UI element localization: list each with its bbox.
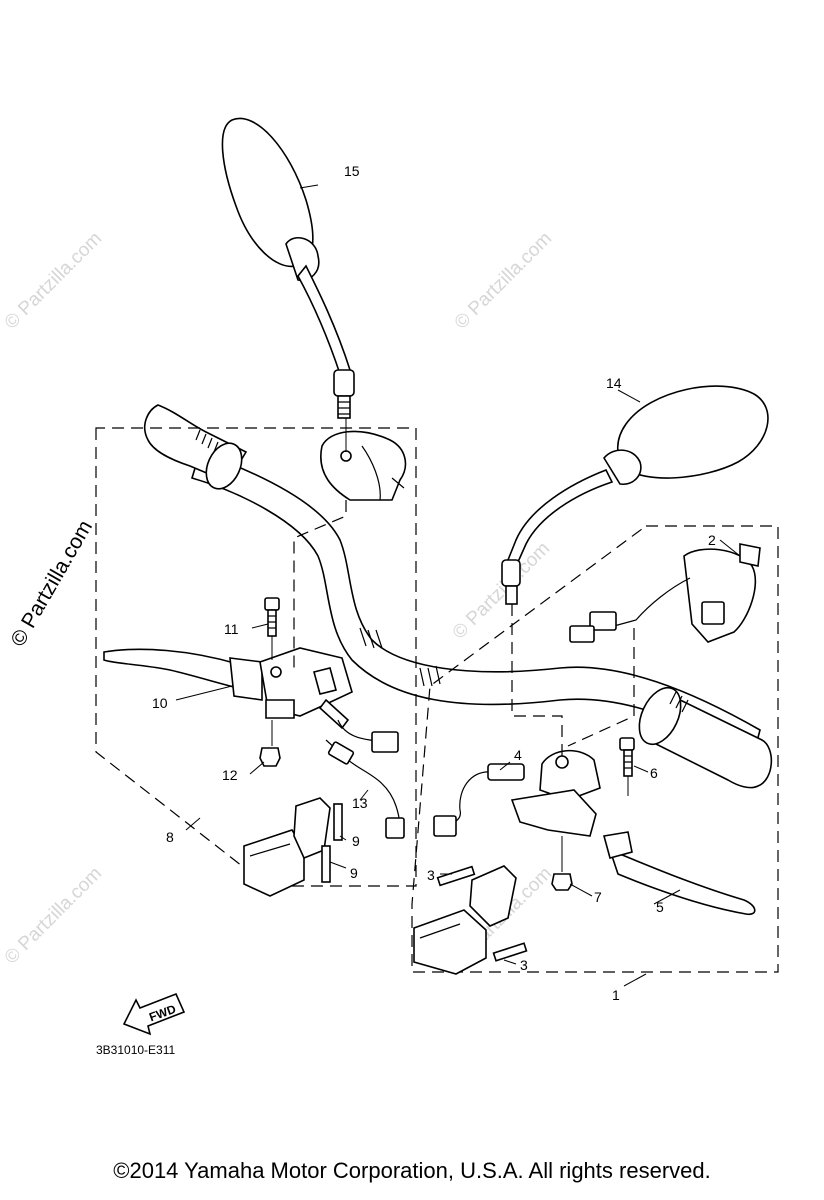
callout-10: 10 xyxy=(152,695,168,711)
callout-7: 7 xyxy=(594,889,602,905)
callout-9a: 9 xyxy=(352,833,360,849)
callout-3a: 3 xyxy=(427,867,435,883)
watermark-2: © Partzilla.com xyxy=(451,228,556,333)
right-switch-wiring xyxy=(433,763,525,837)
callout-9b: 9 xyxy=(350,865,358,881)
callout-leaders xyxy=(175,184,741,987)
mirror-leaders xyxy=(293,500,635,760)
diagram-code: 3B31010-E311 xyxy=(96,1043,176,1057)
callout-2: 2 xyxy=(708,532,716,548)
right-grip xyxy=(638,686,773,789)
left-grip xyxy=(143,404,248,490)
callout-14: 14 xyxy=(606,375,622,391)
fwd-arrow: FWD xyxy=(122,992,186,1036)
callout-1: 1 xyxy=(612,987,620,1003)
watermark-main: © Partzilla.com xyxy=(6,516,97,650)
left-switch-upper xyxy=(320,418,407,501)
callout-6: 6 xyxy=(650,765,658,781)
right-lever-assembly xyxy=(510,737,756,916)
watermark-1: © Partzilla.com xyxy=(1,228,106,333)
left-lever-assembly xyxy=(103,597,353,767)
callout-11: 11 xyxy=(224,621,239,637)
mirror-left xyxy=(221,117,355,419)
watermark-3: © Partzilla.com xyxy=(449,538,554,643)
left-switch-wiring xyxy=(325,719,405,839)
right-switch-upper xyxy=(569,543,761,643)
watermark-4: © Partzilla.com xyxy=(1,863,106,968)
callout-5: 5 xyxy=(656,899,664,915)
callout-13: 13 xyxy=(352,795,368,811)
callout-8: 8 xyxy=(166,829,174,845)
callout-4: 4 xyxy=(514,747,522,763)
callouts: 15 14 2 11 10 12 4 6 13 8 9 9 3 7 5 3 1 xyxy=(152,163,716,1003)
mirror-right xyxy=(501,385,769,605)
copyright-notice: ©2014 Yamaha Motor Corporation, U.S.A. A… xyxy=(113,1158,711,1183)
callout-15: 15 xyxy=(344,163,360,179)
callout-3b: 3 xyxy=(520,957,528,973)
callout-12: 12 xyxy=(222,767,238,783)
right-switch-lower xyxy=(413,865,528,975)
left-switch-lower xyxy=(243,797,343,897)
